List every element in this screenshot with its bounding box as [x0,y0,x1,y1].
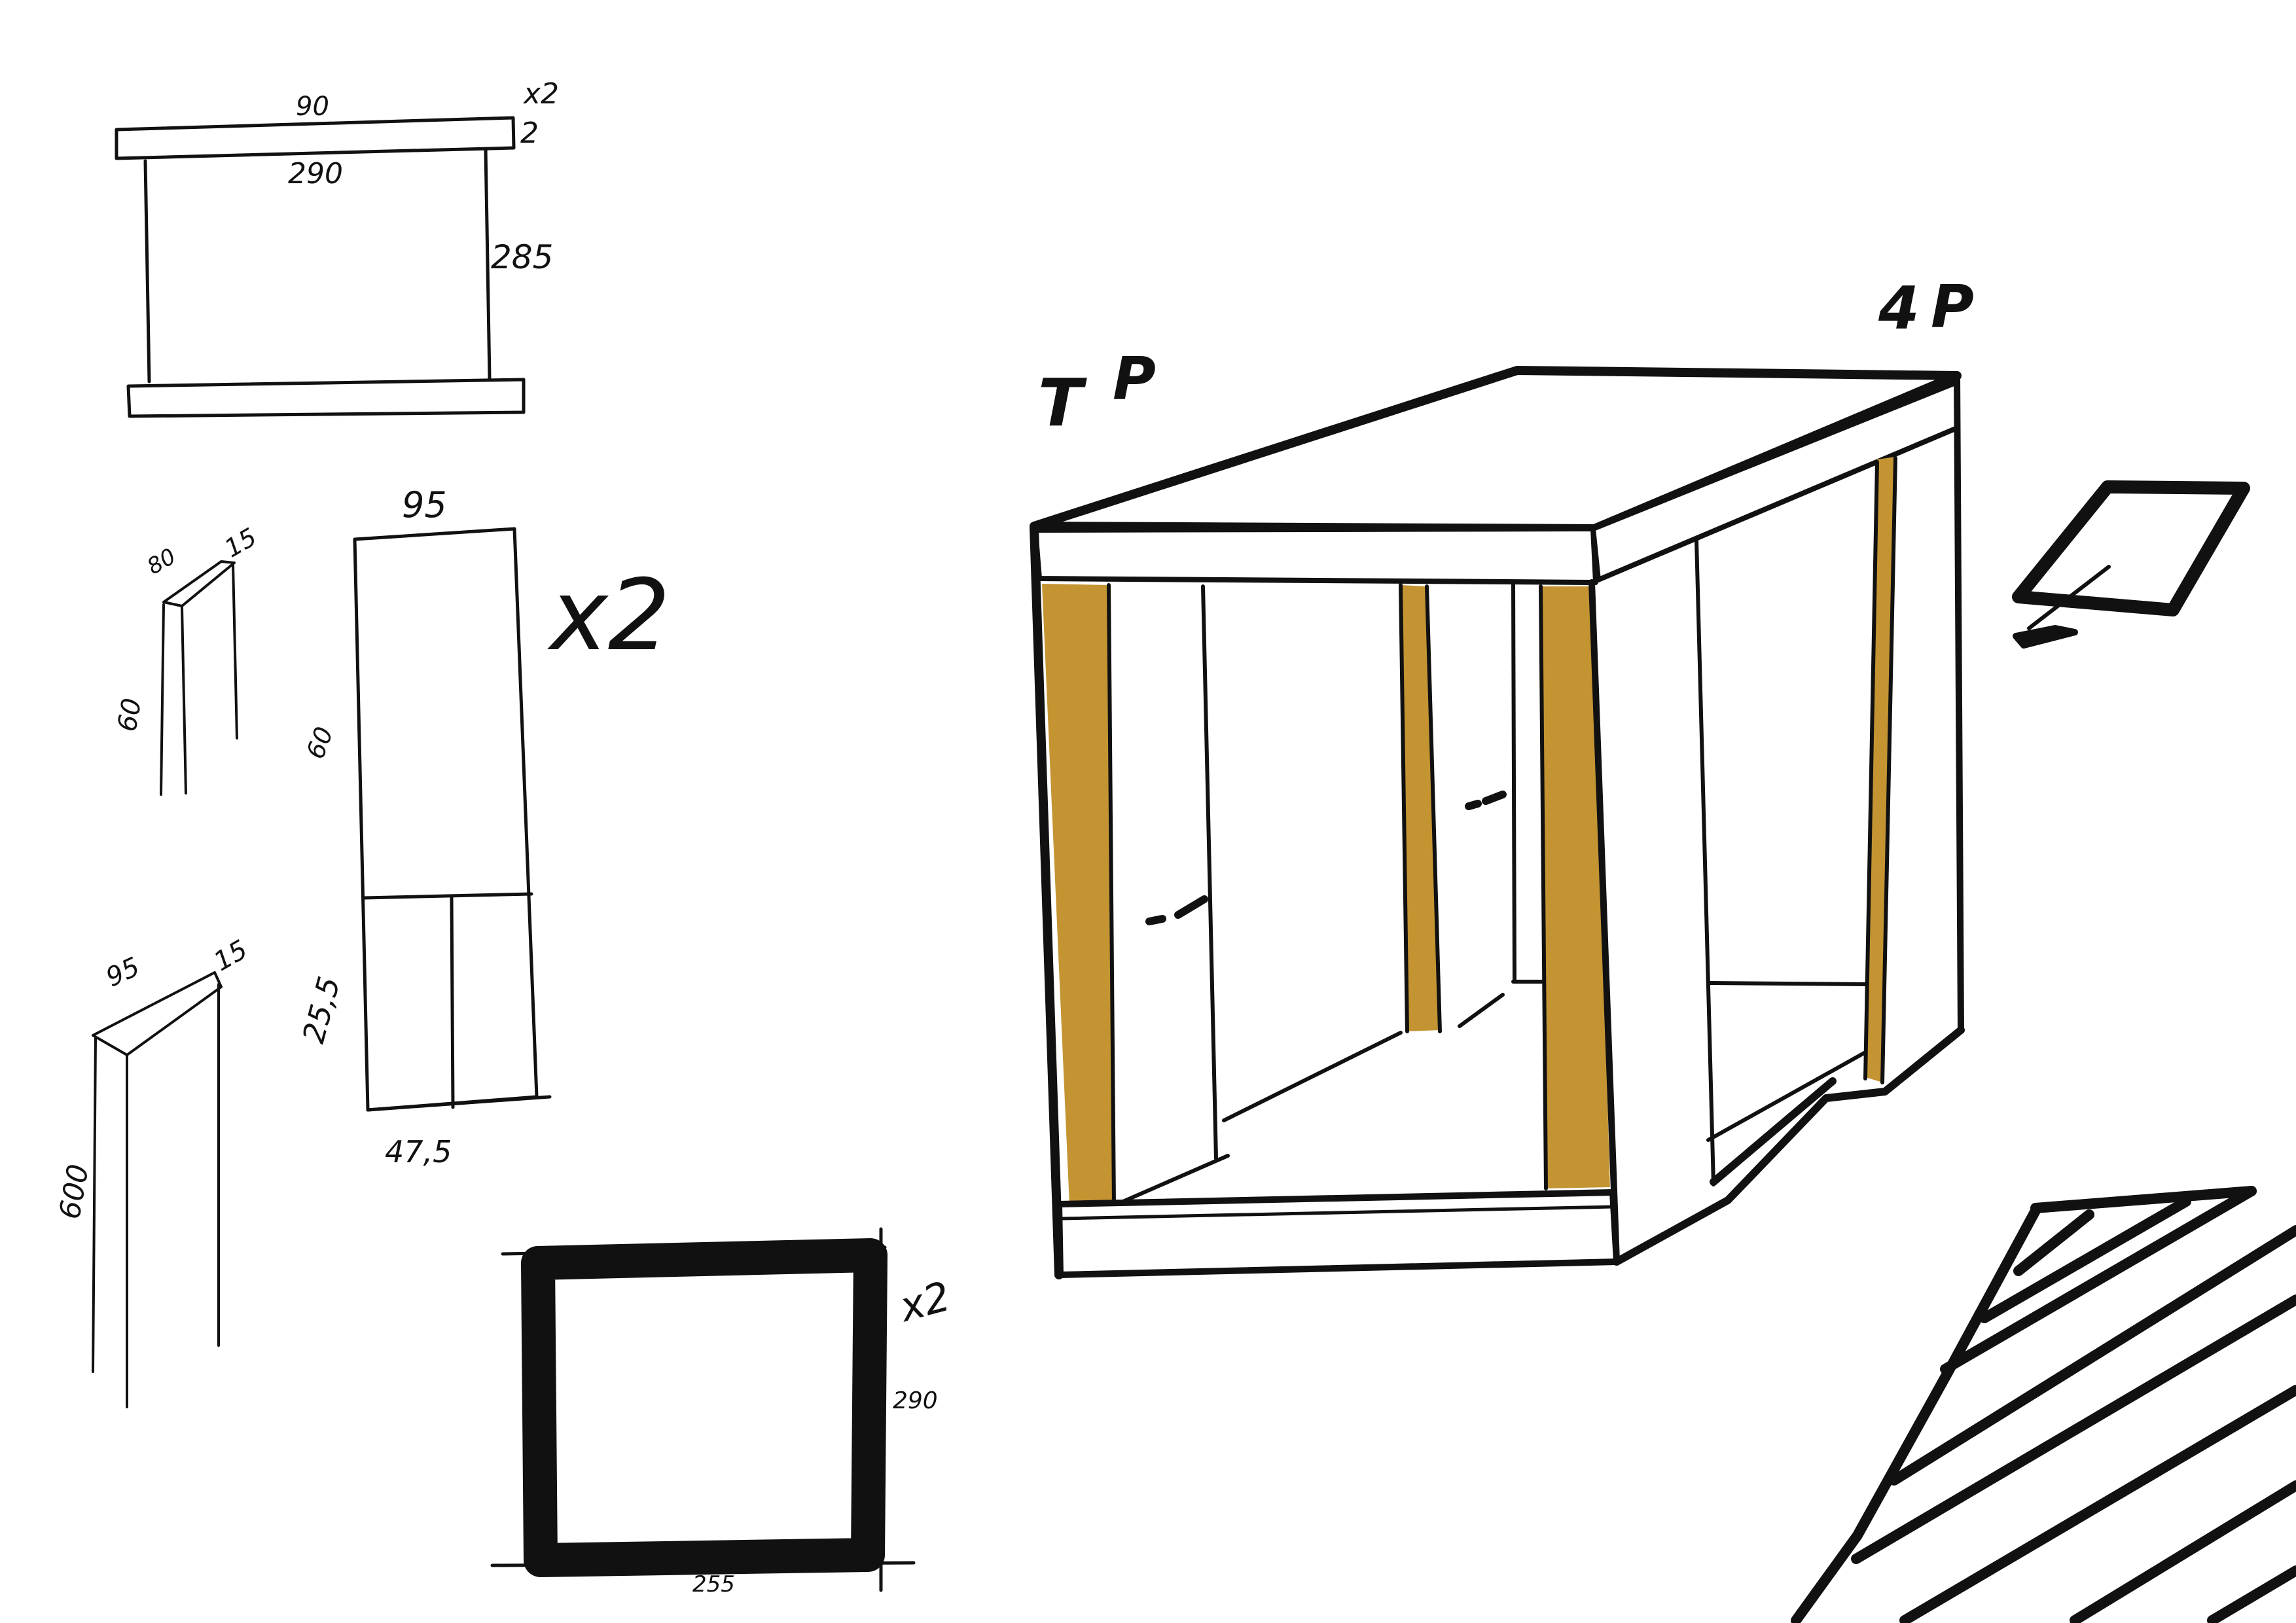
cabinet-mark-left-2: P [1113,345,1156,414]
cabinet-back-inner-post [1511,583,1516,984]
frame-outer-border [521,1238,888,1577]
shelf-height-label: 285 [491,238,553,276]
side-panel-sketch [353,527,552,1112]
wood-panel-back-right [1865,457,1895,1082]
stairs-step-4 [1889,1225,2296,1486]
shelf-qty-label: x2 [522,77,559,111]
cabinet-3d-sketch [1030,366,1965,1279]
stairs-step-2 [1979,1196,2191,1323]
cabinet-back-right-post-2 [1880,456,1897,1084]
cabinet-front-right-post [1588,579,1620,1265]
tray-arrow-head [2013,625,2078,649]
shelf-width-top-label: 90 [296,92,329,122]
cabinet-floor-back [1708,981,1869,986]
cabinet-mark-right-2: P [1931,273,1974,342]
stairs-sketch [1791,1186,2296,1623]
side-panel-divider-vertical [450,896,455,1109]
cabinet-mark-right-1: 4 [1878,274,1920,343]
stairs-left-stringer [1791,1205,2041,1623]
cabinet-door-left-edge [1201,584,1218,1160]
cabinet-right-door-post [1695,539,1715,1186]
stairs-step-1 [2013,1209,2094,1276]
cabinet-floor-line-left [1112,1154,1230,1207]
wood-panel-front-left [1042,584,1114,1205]
stairs-step-5 [1851,1294,2296,1564]
side-panel-divider-horizontal [362,892,533,900]
door-handle-mid [1465,791,1507,810]
frame-extension-left [527,1252,536,1566]
tray-arrow-line [2027,565,2111,630]
frame-sketch [490,1227,916,1592]
small-panel-height-label: 60 [112,696,147,734]
cabinet-door-mid-edge [1399,583,1409,1033]
stairs-step-8 [2207,1565,2296,1623]
tall-panel-sketch [92,971,223,1408]
shelf-left-side [143,159,151,383]
shelf-width-inner-label: 290 [288,157,343,190]
side-panel-bottom-extension [366,1095,552,1112]
wood-panel-mid-right [1541,586,1610,1188]
small-panel-sketch [160,560,238,796]
cabinet-left-post [1030,523,1064,1279]
cabinet-mark-line [1458,993,1505,1028]
side-panel-width-label: 95 [402,484,447,526]
cabinet-bottom-front-board [1056,1189,1620,1278]
shelf-bottom-board [126,378,526,418]
shelf-right-side [484,147,492,380]
stairs-step-7 [2070,1480,2296,1623]
cabinet-front-top-board [1033,526,1598,585]
cabinet-floor-line-mid [1222,1031,1403,1122]
cabinet-bottom-right-inner [1710,1077,1837,1186]
tall-panel-top [92,971,223,1056]
stairs-step-3 [1940,1186,2257,1374]
cabinet-front-right-inner-post [1539,584,1548,1190]
small-panel-top [162,560,236,607]
stairs-top-rail [2030,1186,2257,1213]
door-handle-left [1145,895,1208,925]
small-panel-left-edge [160,603,165,796]
cabinet-bottom-right-board [1613,1026,1965,1266]
frame-height-label: 290 [893,1387,938,1414]
small-panel-mid-edge [181,606,187,794]
frame-width-label: 255 [692,1571,735,1597]
cabinet-bottom-inner-line [1060,1205,1615,1221]
side-panel-qty-label: x2 [547,559,670,673]
side-panel-lower-width-label: 47,5 [385,1134,452,1169]
shelf-thickness-label: 2 [520,116,539,150]
shelf-top-board [115,116,516,160]
cabinet-floor-line-right [1706,1050,1867,1142]
wood-panel-mid-left [1401,585,1440,1031]
stairs-step-6 [1899,1385,2296,1623]
frame-extension-top [501,1245,887,1256]
small-panel-right-edge [232,563,238,740]
shelf-sketch [115,116,526,418]
tray-outline [2012,480,2250,616]
cabinet-mark-left-1: T [1038,365,1087,441]
cabinet-back-right-post [1863,460,1879,1080]
tall-panel-left-edge [92,1037,97,1373]
cabinet-door-mid-edge-2 [1425,584,1442,1033]
small-tray-sketch [2012,480,2250,649]
frame-extension-bottom [490,1561,916,1567]
cabinet-front-inner-left-post [1107,583,1116,1207]
cabinet-back-corner-post [1954,372,1964,1033]
